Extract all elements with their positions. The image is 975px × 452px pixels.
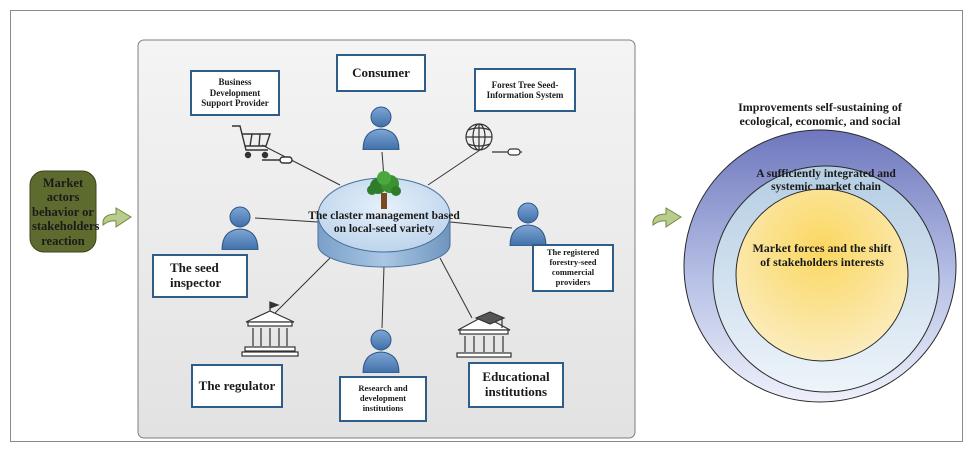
outer-circle-label: Improvements self-sustaining of ecologic… — [738, 100, 902, 128]
school-building-icon — [456, 311, 512, 358]
research-box: Research and development institutions — [339, 376, 427, 422]
registered-providers-box: The registered forestry-seed commercial … — [532, 244, 614, 292]
cluster-cylinder — [317, 177, 451, 268]
shopping-cart-icon — [232, 125, 293, 164]
input-node-label: Market actors behavior or stakeholders r… — [32, 176, 100, 248]
center-label: The claster management based on local-se… — [308, 210, 460, 236]
inner-circle-label: Market forces and the shift of stakehold… — [752, 241, 892, 269]
consumer-box: Consumer — [336, 54, 426, 92]
regulator-box: The regulator — [191, 364, 283, 408]
middle-circle-label: A sufficiently integrated and systemic m… — [756, 168, 896, 194]
right-arrow-icon — [652, 207, 682, 228]
seed-inspector-box: The seed inspector — [152, 254, 248, 298]
government-building-icon — [241, 301, 299, 357]
business-support-box: Business Development Support Provider — [190, 70, 280, 116]
tree-icon — [367, 171, 401, 209]
inner-circle — [735, 188, 909, 362]
educational-box: Educational institutions — [468, 362, 564, 408]
input-node-shape — [29, 170, 97, 253]
globe-icon — [465, 123, 522, 156]
forest-info-system-box: Forest Tree Seed-Information System — [474, 68, 576, 112]
connector-lines — [254, 144, 513, 329]
right-arrow-icon — [102, 207, 132, 228]
